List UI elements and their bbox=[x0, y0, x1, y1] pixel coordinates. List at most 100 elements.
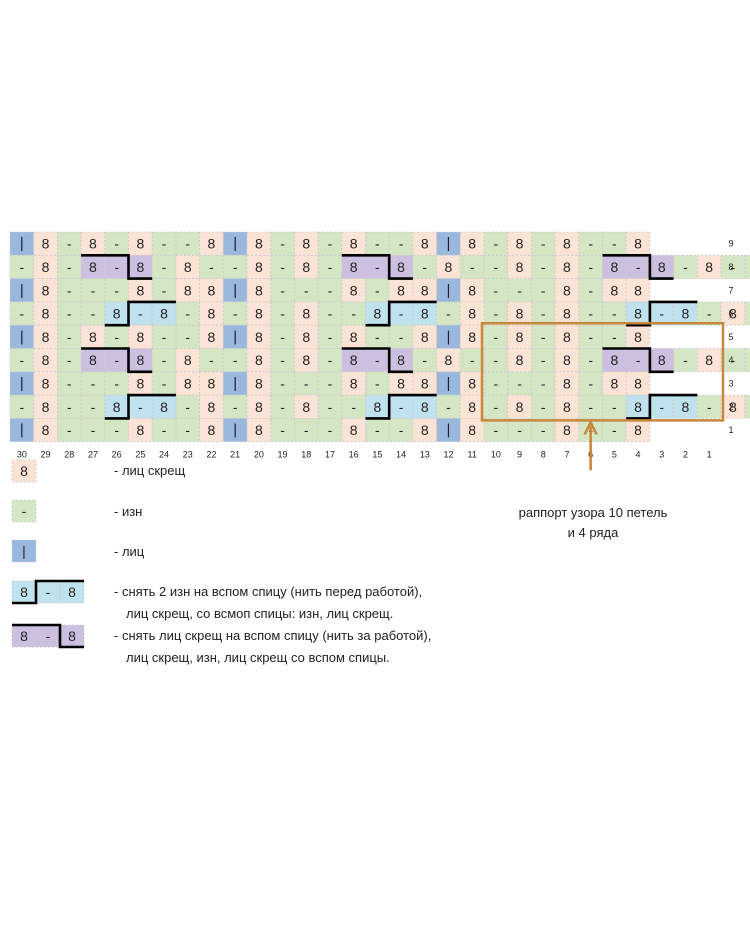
cable-blue-outline bbox=[626, 300, 698, 327]
chart-cell bbox=[744, 254, 750, 280]
stitch-symbol: 8 bbox=[682, 306, 690, 322]
chart-cell bbox=[459, 348, 485, 373]
stitch-symbol: - bbox=[351, 306, 356, 322]
rapport-label: раппорт узора 10 петель и 4 ряда bbox=[488, 503, 698, 543]
chart-cell bbox=[673, 254, 698, 280]
stitch-symbol: - bbox=[162, 375, 167, 391]
stitch-symbol: - bbox=[209, 352, 214, 368]
chart-cell bbox=[744, 348, 750, 373]
chart-cell bbox=[578, 301, 603, 326]
chart-cell bbox=[554, 417, 580, 443]
chart-cell bbox=[554, 348, 580, 373]
cable-blue-outline bbox=[626, 393, 698, 420]
stitch-symbol: - bbox=[67, 352, 72, 368]
stitch-symbol: - bbox=[375, 282, 380, 298]
chart-cell bbox=[507, 348, 532, 373]
chart-cell bbox=[625, 278, 651, 303]
chart-cell bbox=[412, 348, 437, 373]
stitch-symbol: - bbox=[494, 282, 499, 298]
stitch-symbol: - bbox=[588, 399, 593, 415]
stitch-symbol: | bbox=[20, 235, 24, 252]
chart-cell bbox=[199, 371, 224, 396]
chart-cell bbox=[222, 394, 248, 419]
chart-cell bbox=[507, 254, 532, 280]
stitch-symbol: 8 bbox=[421, 329, 429, 345]
chart-cell bbox=[602, 231, 627, 256]
chart-cell bbox=[57, 371, 82, 396]
stitch-symbol: 8 bbox=[255, 399, 263, 415]
column-number: 25 bbox=[135, 450, 145, 460]
chart-cell bbox=[649, 301, 675, 326]
stitch-symbol: 8 bbox=[634, 399, 642, 415]
row-number: 4 bbox=[728, 355, 733, 365]
chart-cell bbox=[33, 278, 58, 303]
row-number: 7 bbox=[728, 285, 733, 295]
chart-cell bbox=[222, 231, 248, 256]
chart-cell bbox=[365, 417, 390, 443]
chart-cell bbox=[33, 417, 58, 443]
stitch-symbol: - bbox=[612, 236, 617, 252]
chart-cell bbox=[554, 278, 580, 303]
stitch-symbol: - bbox=[328, 422, 333, 438]
chart-cell bbox=[293, 324, 319, 349]
stitch-symbol: - bbox=[541, 352, 546, 368]
chart-cell bbox=[57, 254, 82, 280]
chart-cell bbox=[436, 278, 461, 303]
stitch-symbol: - bbox=[91, 422, 96, 438]
chart-cell bbox=[625, 301, 651, 326]
chart-cell bbox=[199, 301, 224, 326]
row-number: 9 bbox=[728, 239, 733, 249]
stitch-symbol: 8 bbox=[255, 306, 263, 322]
stitch-symbol: 8 bbox=[397, 259, 405, 275]
chart-cell bbox=[625, 394, 651, 419]
chart-cell bbox=[246, 301, 272, 326]
chart-cell bbox=[744, 394, 750, 419]
stitch-symbol: - bbox=[541, 282, 546, 298]
stitch-symbol: 8 bbox=[468, 375, 476, 391]
chart-cell bbox=[531, 231, 556, 256]
chart-cell bbox=[341, 348, 366, 373]
stitch-symbol: 8 bbox=[350, 282, 358, 298]
chart-cell bbox=[649, 254, 675, 280]
stitch-symbol: 8 bbox=[136, 375, 144, 391]
chart-cell bbox=[602, 301, 627, 326]
stitch-symbol: - bbox=[328, 306, 333, 322]
chart-cell bbox=[365, 301, 390, 326]
stitch-symbol: | bbox=[446, 375, 450, 392]
chart-cell bbox=[80, 254, 106, 280]
column-number: 9 bbox=[517, 450, 522, 460]
stitch-symbol: - bbox=[399, 306, 404, 322]
cable-blue-outline bbox=[104, 300, 176, 327]
stitch-symbol: | bbox=[20, 422, 24, 439]
stitch-symbol: 8 bbox=[350, 329, 358, 345]
stitch-symbol: - bbox=[541, 399, 546, 415]
chart-cell bbox=[175, 348, 200, 373]
stitch-symbol: 8 bbox=[421, 306, 429, 322]
chart-cell bbox=[578, 394, 603, 419]
stitch-symbol: - bbox=[114, 236, 119, 252]
row-number: 6 bbox=[728, 309, 733, 319]
chart-cell bbox=[104, 324, 129, 349]
chart-cell bbox=[341, 417, 366, 443]
chart-cell bbox=[507, 231, 532, 256]
stitch-symbol: 8 bbox=[468, 236, 476, 252]
stitch-symbol: - bbox=[304, 282, 309, 298]
stitch-symbol: 8 bbox=[705, 259, 713, 275]
chart-cell bbox=[293, 301, 319, 326]
chart-cell bbox=[625, 417, 651, 443]
stitch-symbol: - bbox=[114, 422, 119, 438]
chart-cell bbox=[151, 348, 177, 373]
stitch-symbol: 8 bbox=[160, 306, 168, 322]
stitch-symbol: - bbox=[494, 375, 499, 391]
chart-cell bbox=[483, 394, 509, 419]
legend-text-purl: - изн bbox=[114, 504, 143, 519]
chart-cell bbox=[531, 394, 556, 419]
chart-cell bbox=[625, 254, 651, 280]
stitch-symbol: - bbox=[280, 259, 285, 275]
stitch-symbol: - bbox=[67, 259, 72, 275]
legend-symbol: 8 bbox=[20, 463, 28, 479]
stitch-symbol: 8 bbox=[658, 259, 666, 275]
stitch-symbol: 8 bbox=[184, 352, 192, 368]
stitch-symbol: 8 bbox=[350, 236, 358, 252]
chart-cell bbox=[9, 371, 35, 396]
